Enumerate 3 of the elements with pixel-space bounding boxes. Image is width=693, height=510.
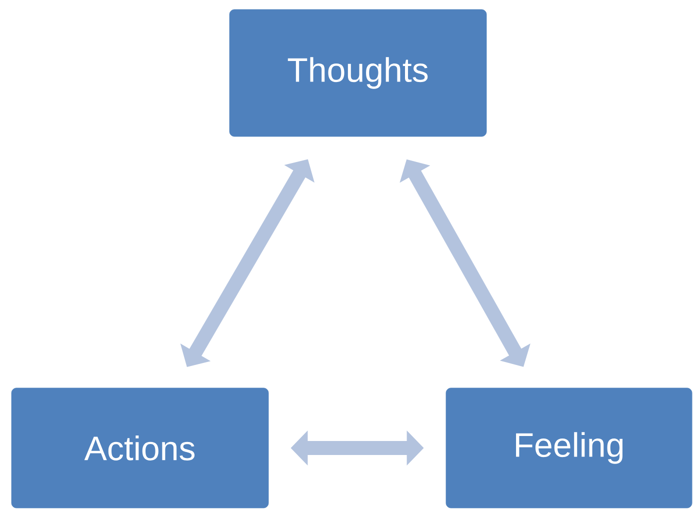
process-box: Feeling [446, 388, 692, 508]
process-box: Actions [11, 388, 269, 508]
process-box: Thoughts [229, 9, 487, 137]
